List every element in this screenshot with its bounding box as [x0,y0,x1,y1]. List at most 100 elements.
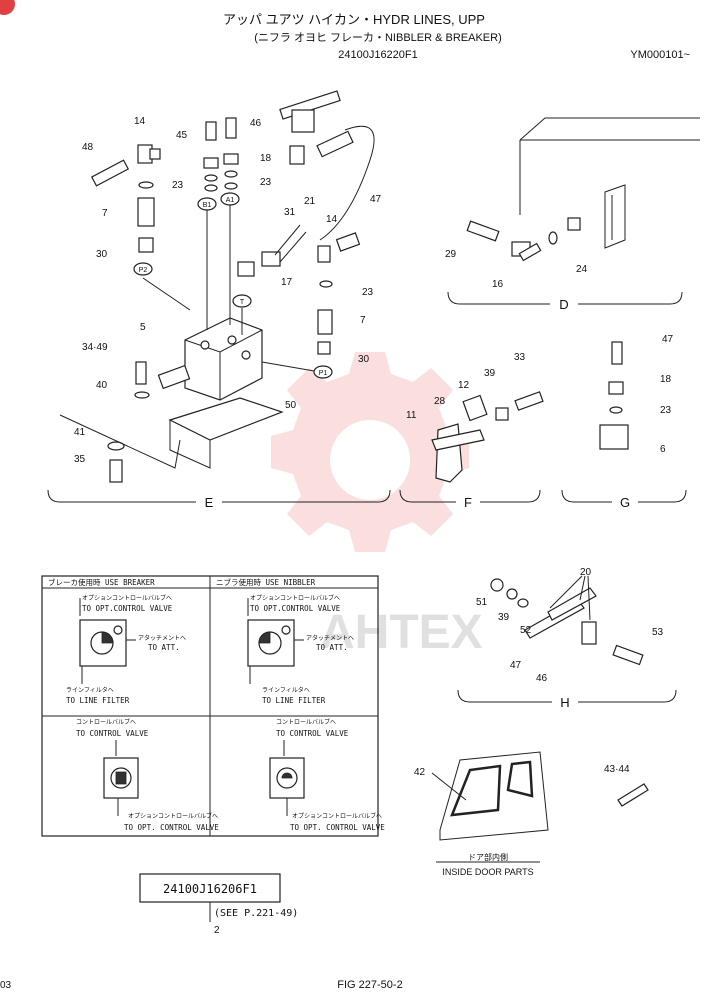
svg-text:23: 23 [260,177,272,188]
svg-text:TO ATT.: TO ATT. [316,643,348,652]
section-label-d: D [559,297,568,312]
section-d-callouts: 29 16 24 [445,249,588,290]
door-label-en: INSIDE DOOR PARTS [442,867,533,877]
serial-range: YM000101~ [630,49,690,61]
figure-number: FIG 227-50-2 [337,979,402,991]
door-label-jp: ドア部内側 [468,852,508,862]
svg-text:B1: B1 [203,202,212,209]
svg-text:30: 30 [96,249,108,260]
svg-text:アタッチメントへ: アタッチメントへ [306,634,354,642]
svg-text:TO OPT.CONTROL VALVE: TO OPT.CONTROL VALVE [250,604,341,613]
svg-text:53: 53 [652,627,664,638]
svg-text:39: 39 [484,368,496,379]
svg-text:5: 5 [140,322,146,333]
svg-text:45: 45 [176,130,188,141]
section-label-h: H [560,695,569,710]
svg-text:23: 23 [172,180,184,191]
svg-text:48: 48 [82,142,94,153]
svg-text:50: 50 [285,400,297,411]
svg-text:23: 23 [660,405,672,416]
table-header-breaker: ブレーカ使用時 USE BREAKER [48,577,155,587]
svg-text:29: 29 [445,249,457,260]
section-h-callouts: 20 51 39 52 53 47 46 [476,567,664,684]
svg-text:31: 31 [284,207,296,218]
page-subtitle: (ニフラ オヨヒ フレーカ・NIBBLER & BREAKER) [254,31,502,44]
svg-text:TO OPT.CONTROL VALVE: TO OPT.CONTROL VALVE [82,604,173,613]
callout-42: 42 [414,767,426,778]
section-h-parts [490,575,644,666]
table-header-nibbler: ニブラ使用時 USE NIBBLER [216,577,316,587]
reference-see-page: (SEE P.221-49) [214,908,298,919]
svg-text:51: 51 [476,597,488,608]
svg-text:TO LINE FILTER: TO LINE FILTER [262,696,326,705]
section-f-parts [431,391,544,483]
svg-text:11: 11 [406,410,417,421]
svg-text:35: 35 [74,454,86,465]
svg-text:47: 47 [510,660,522,671]
section-d-parts [466,117,700,262]
corner-marker [0,0,15,15]
svg-text:7: 7 [360,315,366,326]
section-label-f: F [464,495,472,510]
svg-text:23: 23 [362,287,374,298]
section-g-parts [599,341,629,450]
svg-text:TO LINE FILTER: TO LINE FILTER [66,696,130,705]
svg-text:オプションコントロールバルブへ: オプションコントロールバルブへ [292,812,382,820]
watermark-text: AHTEX [320,606,483,659]
svg-text:47: 47 [370,194,382,205]
svg-text:ラインフィルタへ: ラインフィルタへ [66,686,114,694]
callout-43-44: 43·44 [604,764,630,775]
svg-text:46: 46 [250,118,262,129]
assembly-part-number: 24100J16220F1 [338,49,418,61]
svg-text:TO CONTROL VALVE: TO CONTROL VALVE [76,729,149,738]
svg-text:33: 33 [514,352,526,363]
svg-text:T: T [240,299,245,306]
svg-text:41: 41 [74,427,86,438]
svg-text:オプションコントロールバルブへ: オプションコントロールバルブへ [82,594,172,602]
svg-text:18: 18 [660,374,672,385]
svg-text:ラインフィルタへ: ラインフィルタへ [262,686,310,694]
svg-text:24: 24 [576,264,588,275]
section-g-callouts: 47 18 23 6 [660,334,674,455]
svg-text:52: 52 [520,625,532,636]
page-title: アッパ ユアツ ハイカン・HYDR LINES, UPP [223,12,485,27]
section-label-e: E [205,495,214,510]
reference-part-number: 24100J16206F1 [163,882,257,896]
svg-text:12: 12 [458,380,470,391]
svg-text:TO CONTROL VALVE: TO CONTROL VALVE [276,729,349,738]
svg-text:21: 21 [304,196,316,207]
svg-text:コントロールバルブへ: コントロールバルブへ [76,718,136,726]
svg-text:18: 18 [260,153,272,164]
svg-text:コントロールバルブへ: コントロールバルブへ [276,718,336,726]
svg-text:オプションコントロールバルブへ: オプションコントロールバルブへ [128,812,218,820]
svg-text:TO ATT.: TO ATT. [148,643,180,652]
svg-text:40: 40 [96,380,108,391]
svg-text:14: 14 [326,214,338,225]
svg-text:7: 7 [102,208,108,219]
svg-text:47: 47 [662,334,674,345]
svg-text:30: 30 [358,354,370,365]
svg-text:P1: P1 [319,370,328,377]
callout-2: 2 [214,925,220,936]
svg-text:オプションコントロールバルブへ: オプションコントロールバルブへ [250,594,340,602]
svg-text:34·49: 34·49 [82,342,108,353]
usage-table: ブレーカ使用時 USE BREAKER ニブラ使用時 USE NIBBLER オ… [41,575,385,837]
svg-text:TO OPT. CONTROL VALVE: TO OPT. CONTROL VALVE [124,823,219,832]
section-f-callouts: 33 39 12 28 11 [406,352,526,421]
port-labels: B1 A1 P2 T P1 [133,192,333,379]
svg-text:P2: P2 [139,267,148,274]
svg-text:6: 6 [660,444,666,455]
section-brackets: D E F G H [47,291,687,710]
svg-text:TO OPT. CONTROL VALVE: TO OPT. CONTROL VALVE [290,823,385,832]
svg-text:アタッチメントへ: アタッチメントへ [138,634,186,642]
svg-text:39: 39 [498,612,510,623]
svg-text:46: 46 [536,673,548,684]
svg-text:16: 16 [492,279,504,290]
footer-page-fragment: 03 [0,980,12,991]
door-parts [431,751,649,863]
svg-text:17: 17 [281,277,293,288]
svg-text:A1: A1 [226,197,235,204]
svg-text:14: 14 [134,116,146,127]
svg-text:28: 28 [434,396,446,407]
